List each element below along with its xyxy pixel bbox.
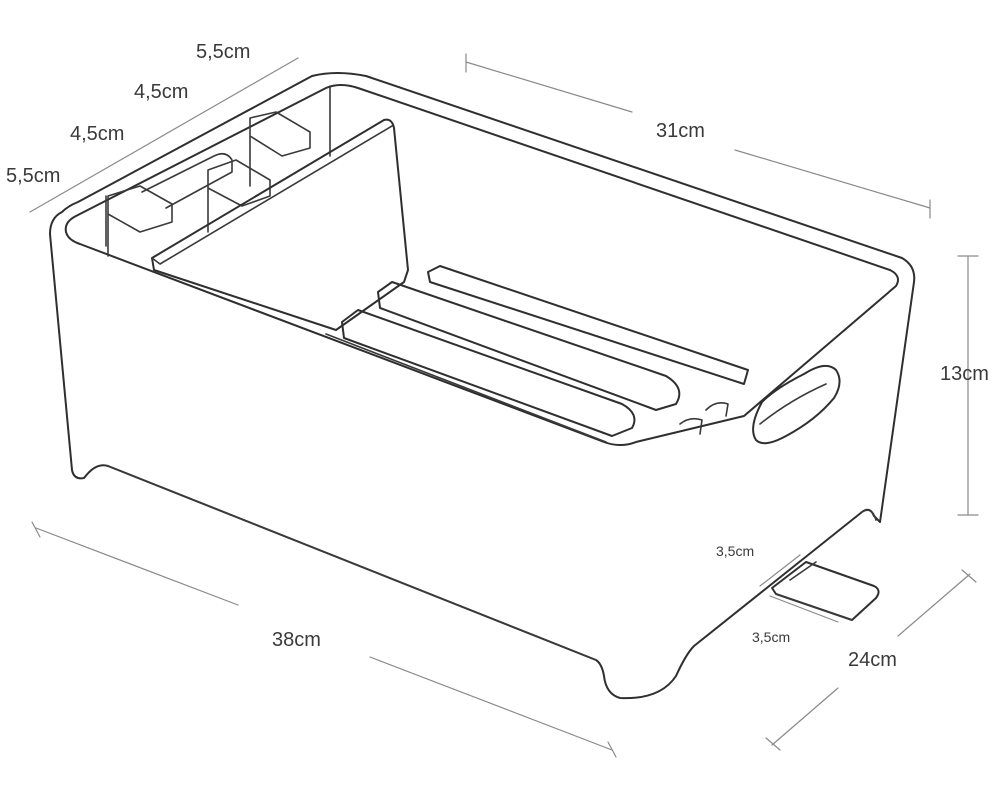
depth-tick-bottom [765,737,781,751]
basin-lower-edge [107,465,597,661]
compartment-back-wall [105,85,331,247]
divider-panel-edge [151,125,393,265]
spout-width-label: 3,5cm [716,543,754,559]
outer-length-dimension-line-right [369,656,613,751]
depth-dimension-line-upper [897,573,971,637]
dimension-labels: 5,5cm 4,5cm 4,5cm 5,5cm 31cm 13cm 38cm 2… [6,41,989,671]
inner-length-dimension-line-left [465,61,633,113]
side-handle-cutout [752,364,841,445]
cutlery-compartments [105,85,331,257]
compartment-block-4 [249,111,311,187]
height-label: 13cm [940,363,989,385]
compartment-block-2 [141,152,233,209]
compartment-4-label: 5,5cm [6,165,60,187]
plate-slats [325,265,749,443]
spout-width-dimension-line [759,554,801,587]
dimension-lines [29,53,979,758]
compartment-2-label: 4,5cm [134,81,188,103]
compartment-3-label: 4,5cm [70,123,124,145]
drain-spout-outline [771,561,880,621]
depth-label: 24cm [848,649,897,671]
compartment-block-3 [207,159,271,233]
basin-rim-inner [64,84,899,446]
divider-panel [151,118,409,331]
side-handle [752,364,841,445]
inner-length-dimension-line-right [734,149,931,209]
compartment-dimension-line [29,57,299,213]
spout-length-dimension-line [769,595,839,623]
inner-length-label: 31cm [656,120,705,142]
plate-slat-2 [377,281,681,411]
drain-spout-channel [775,561,853,621]
divider-panel-outline [151,118,409,331]
spout-length-label: 3,5cm [752,629,790,645]
drain-spout [771,561,880,621]
basin-body [49,72,916,700]
compartment-block-1 [107,185,173,257]
basin-outer-shell [49,72,916,700]
side-handle-inner [759,383,827,425]
depth-tick-top [961,569,977,583]
outer-length-tick-left [31,521,41,538]
plate-slat-1 [341,309,636,437]
outer-length-dimension-line-left [35,527,239,606]
outer-length-label: 38cm [272,629,321,651]
outer-length-tick-right [607,741,617,758]
compartment-1-label: 5,5cm [196,41,250,63]
basin-rear-foot [861,509,877,521]
depth-dimension-line-lower [771,687,839,746]
plate-slat-3 [427,265,749,385]
plate-slat-base [325,333,729,443]
